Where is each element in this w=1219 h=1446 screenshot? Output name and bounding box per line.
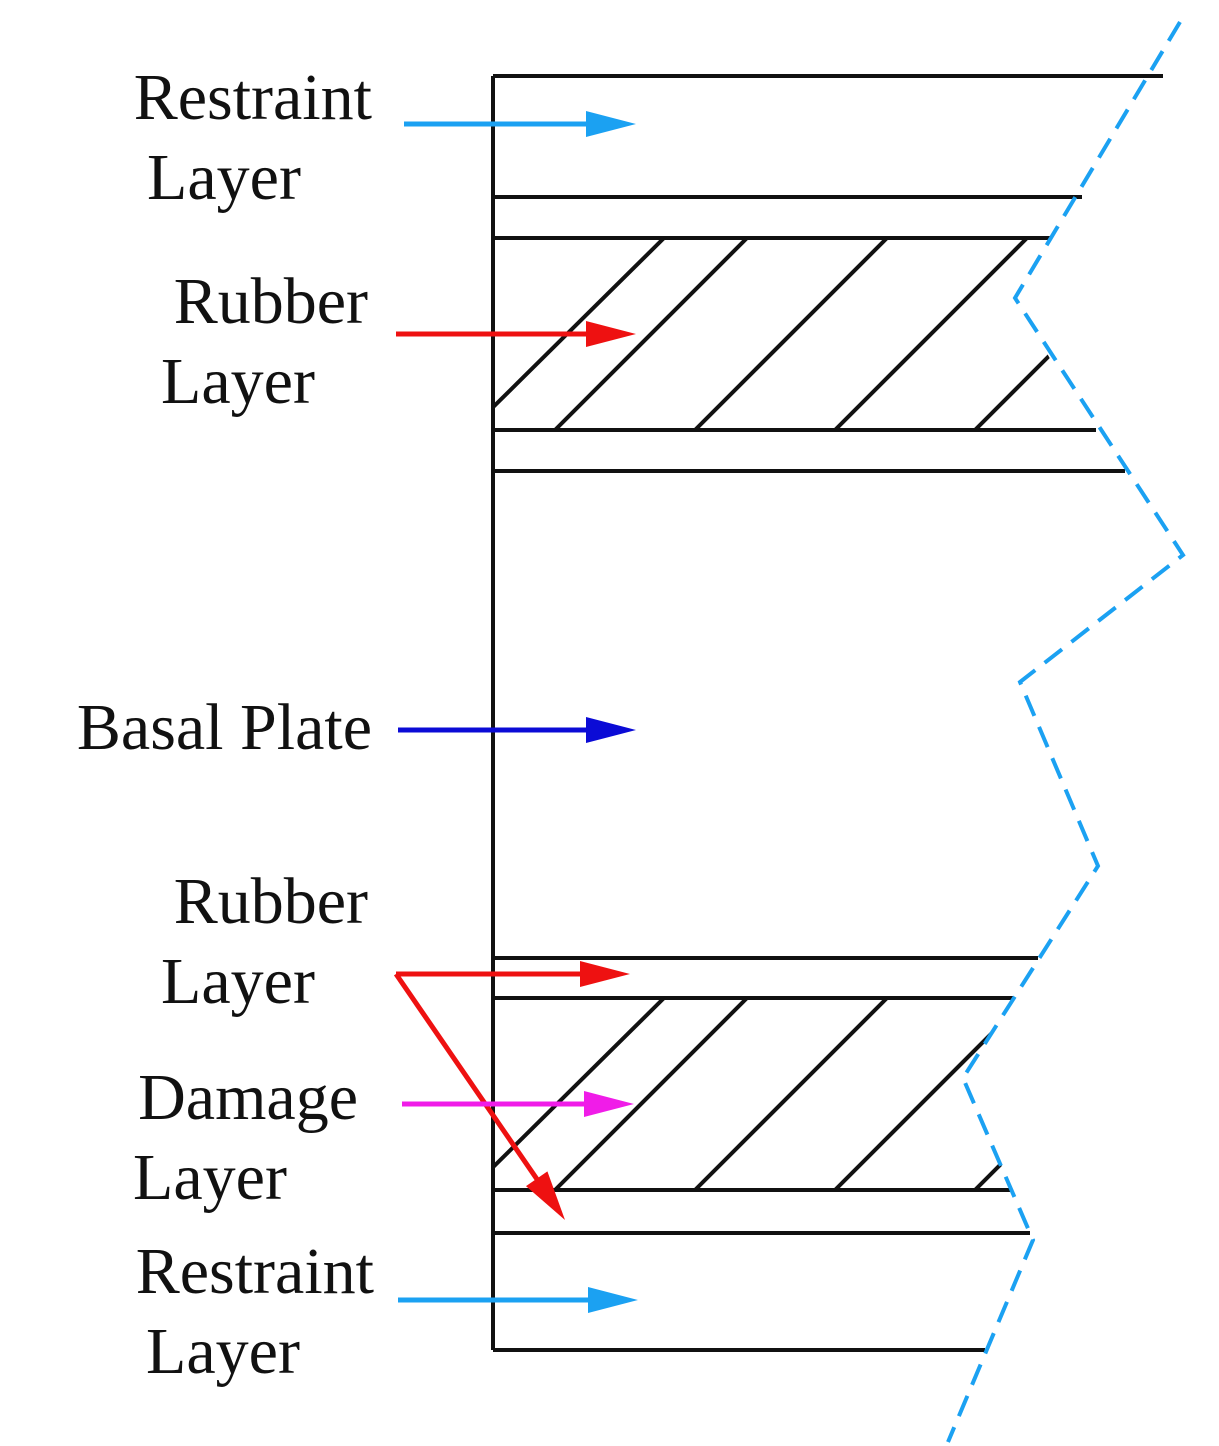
rubber-layer-top-label: Rubber Layer (100, 262, 368, 422)
damage-layer-label-line2: Layer (133, 1141, 287, 1214)
rubber-layer-top-arrow-head (586, 321, 636, 347)
arrows (393, 111, 638, 1313)
structure-outline (491, 74, 1163, 1352)
restraint-layer-bottom-arrow (398, 1287, 638, 1313)
basal-plate-label-text: Basal Plate (76, 691, 372, 764)
restraint-layer-bottom-arrow-head (588, 1287, 638, 1313)
rubber-layer-bottom-diagonal-arrow-shaft (393, 972, 542, 1184)
basal-plate-label: Basal Plate (4, 688, 372, 768)
damage-layer-label-line1: Damage (138, 1061, 358, 1134)
restraint-layer-bottom-label-line2: Layer (146, 1315, 300, 1388)
rubber-layer-bottom-diagonal-arrow (393, 972, 565, 1220)
rubber-layer-bottom-label-line1: Rubber (173, 865, 368, 938)
damage-layer-arrow-head (584, 1091, 634, 1117)
rubber-layer-bottom-arrow (396, 961, 630, 987)
restraint-layer-top-label-line1: Restraint (133, 61, 372, 134)
restraint-layer-bottom-label: Restraint Layer (62, 1232, 374, 1392)
rubber-layer-top-label-line2: Layer (161, 345, 315, 418)
rubber-layer-bottom-label: Rubber Layer (100, 862, 368, 1022)
rubber-layer-bottom-diagonal-arrow-head (526, 1171, 565, 1220)
restraint-layer-top-arrow-head (586, 111, 636, 137)
rubber-layer-bottom-arrow-head (580, 961, 630, 987)
damage-layer-arrow (402, 1091, 634, 1117)
break-line (946, 20, 1186, 1443)
damage-layer-label: Damage Layer (62, 1058, 358, 1218)
restraint-layer-top-arrow (404, 111, 636, 137)
rubber-layer-top-arrow (396, 321, 636, 347)
rubber-layer-top-label-line1: Rubber (173, 265, 368, 338)
basal-plate-arrow (398, 717, 636, 743)
restraint-layer-top-label: Restraint Layer (60, 58, 372, 218)
damage-layer-hatch (493, 998, 1013, 1190)
basal-plate-arrow-head (586, 717, 636, 743)
restraint-layer-bottom-label-line1: Restraint (135, 1235, 374, 1308)
restraint-layer-top-label-line2: Layer (147, 141, 301, 214)
rubber-layer-bottom-label-line2: Layer (161, 945, 315, 1018)
